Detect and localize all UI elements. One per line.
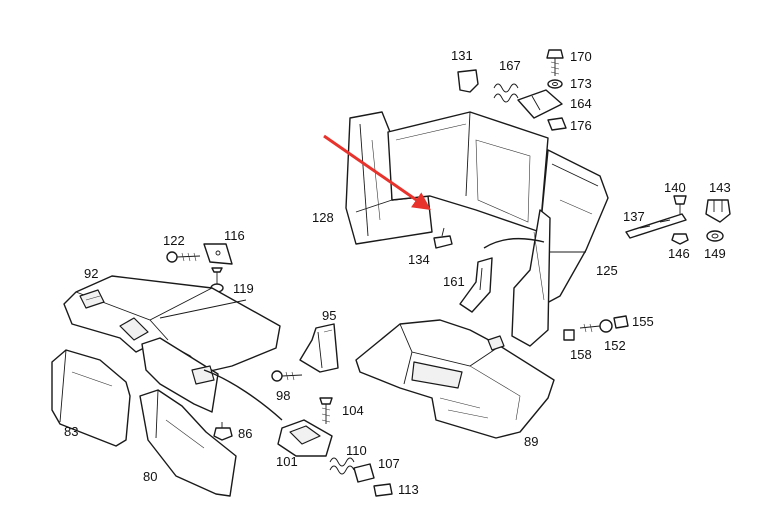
spring-110 — [329, 457, 355, 475]
label-128: 128 — [312, 210, 334, 225]
nut-149 — [706, 230, 724, 242]
cap-113 — [373, 483, 393, 497]
label-98: 98 — [276, 388, 290, 403]
label-107: 107 — [378, 456, 400, 471]
label-116: 116 — [224, 228, 245, 243]
release-cable-lower — [203, 369, 283, 421]
clip-86 — [213, 422, 233, 441]
label-101: 101 — [276, 454, 298, 469]
label-92: 92 — [84, 266, 98, 281]
screw-122 — [166, 251, 201, 263]
label-161: 161 — [443, 274, 465, 289]
label-173: 173 — [570, 76, 592, 91]
trunk-floor-89 — [355, 319, 555, 439]
label-167: 167 — [499, 58, 521, 73]
clip-134 — [433, 227, 453, 249]
label-158: 158 — [570, 347, 592, 362]
clip-176 — [547, 117, 567, 131]
label-119: 119 — [233, 281, 254, 296]
label-164: 164 — [570, 96, 592, 111]
label-83: 83 — [64, 424, 78, 439]
latch-161 — [459, 257, 493, 313]
screw-98 — [271, 370, 303, 382]
part-labels: 131 167 170 173 164 176 128 134 161 125 … — [64, 48, 731, 497]
label-149: 149 — [704, 246, 726, 261]
side-panel-83 — [51, 349, 131, 447]
label-155: 155 — [632, 314, 654, 329]
strip-137 — [625, 213, 687, 239]
label-152: 152 — [604, 338, 626, 353]
highlight-arrow — [323, 134, 431, 211]
label-146: 146 — [668, 246, 690, 261]
cap-131 — [457, 69, 479, 93]
pin-140 — [673, 195, 687, 214]
clip-143 — [705, 199, 731, 223]
nut-158 — [563, 329, 575, 341]
label-134: 134 — [408, 252, 430, 267]
trunk-liner-main — [387, 111, 549, 233]
label-143: 143 — [709, 180, 731, 195]
trim-piece-lower — [141, 337, 219, 413]
bracket-116 — [203, 243, 233, 265]
bracket-164 — [517, 89, 563, 119]
washer-173 — [547, 79, 563, 89]
latch-box-101 — [277, 419, 333, 457]
spring-167 — [493, 83, 519, 103]
label-89: 89 — [524, 434, 538, 449]
release-cable-upper — [483, 237, 545, 249]
label-86: 86 — [238, 426, 252, 441]
block-107 — [353, 463, 375, 483]
label-80: 80 — [143, 469, 157, 484]
nut-146 — [671, 233, 689, 245]
screw-104 — [319, 397, 333, 424]
side-panel-80 — [139, 389, 237, 497]
plug-155 — [613, 315, 629, 329]
label-137: 137 — [623, 209, 645, 224]
bolt-170 — [546, 49, 564, 76]
label-170: 170 — [570, 49, 592, 64]
label-125: 125 — [596, 263, 618, 278]
label-95: 95 — [322, 308, 336, 323]
bolt-152 — [579, 319, 613, 333]
bracket-95 — [299, 323, 339, 373]
label-113: 113 — [398, 482, 419, 497]
label-140: 140 — [664, 180, 686, 195]
label-104: 104 — [342, 403, 364, 418]
label-131: 131 — [451, 48, 473, 63]
label-176: 176 — [570, 118, 592, 133]
trunk-front-panel — [511, 209, 551, 347]
label-122: 122 — [163, 233, 185, 248]
label-110: 110 — [346, 443, 367, 458]
